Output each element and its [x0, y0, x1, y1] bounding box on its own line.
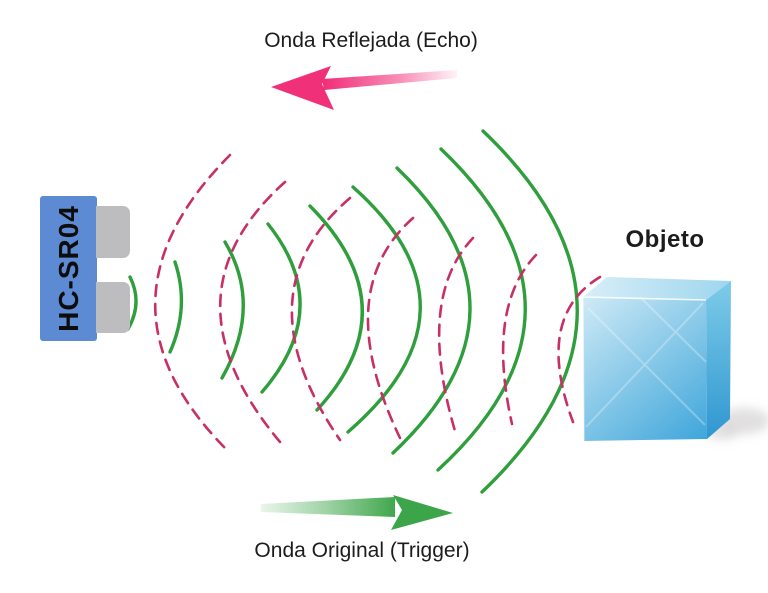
echo-wavefront-arc	[218, 180, 287, 444]
cube-watermark-lines	[585, 296, 707, 428]
echo-wavefront-arc	[557, 275, 602, 424]
trigger-wavefront-arc	[220, 240, 245, 380]
trigger-wavefronts	[126, 129, 579, 494]
echo-wavefronts	[153, 153, 602, 450]
echo-arrow-head	[271, 66, 334, 110]
echo-arrow	[271, 66, 457, 110]
sensor-body: HC-SR04	[40, 196, 97, 341]
trigger-wavefront-arc	[391, 166, 472, 455]
cube-top-edge-highlight	[582, 296, 707, 301]
echo-arrow-body	[322, 70, 457, 90]
cube-top-face	[583, 277, 731, 300]
sensor-label: HC-SR04	[52, 205, 84, 332]
trigger-wavefront-arc	[260, 222, 302, 394]
echo-wavefront-arc	[437, 236, 475, 433]
echo-wavefront-arc	[366, 216, 415, 440]
trigger-wavefront-arc	[168, 260, 184, 354]
trigger-wavefront-arc	[436, 147, 527, 472]
cube-right-face	[706, 281, 731, 439]
trigger-wavefront-arc	[308, 204, 364, 412]
cube-front-face	[583, 297, 707, 441]
object-cube	[582, 277, 731, 442]
trigger-arrow-head	[391, 495, 453, 530]
trigger-wavefront-arc	[126, 275, 138, 331]
cube-left-edge-highlight	[582, 296, 585, 442]
trigger-wavefront-arc	[480, 129, 579, 494]
sensor-transducer-bottom	[96, 282, 130, 333]
trigger-arrow-body	[261, 497, 395, 517]
trigger-wave-label: Onda Original (Trigger)	[254, 539, 470, 562]
trigger-wavefront-arc	[346, 185, 422, 434]
echo-wavefront-arc	[501, 253, 538, 426]
echo-wavefront-arc	[290, 196, 352, 442]
echo-wave-label: Onda Reflejada (Echo)	[264, 29, 478, 52]
echo-wavefront-arc	[153, 153, 232, 450]
object-label: Objeto	[625, 226, 705, 253]
sensor-transducer-top	[96, 206, 130, 258]
trigger-arrow	[261, 495, 453, 530]
